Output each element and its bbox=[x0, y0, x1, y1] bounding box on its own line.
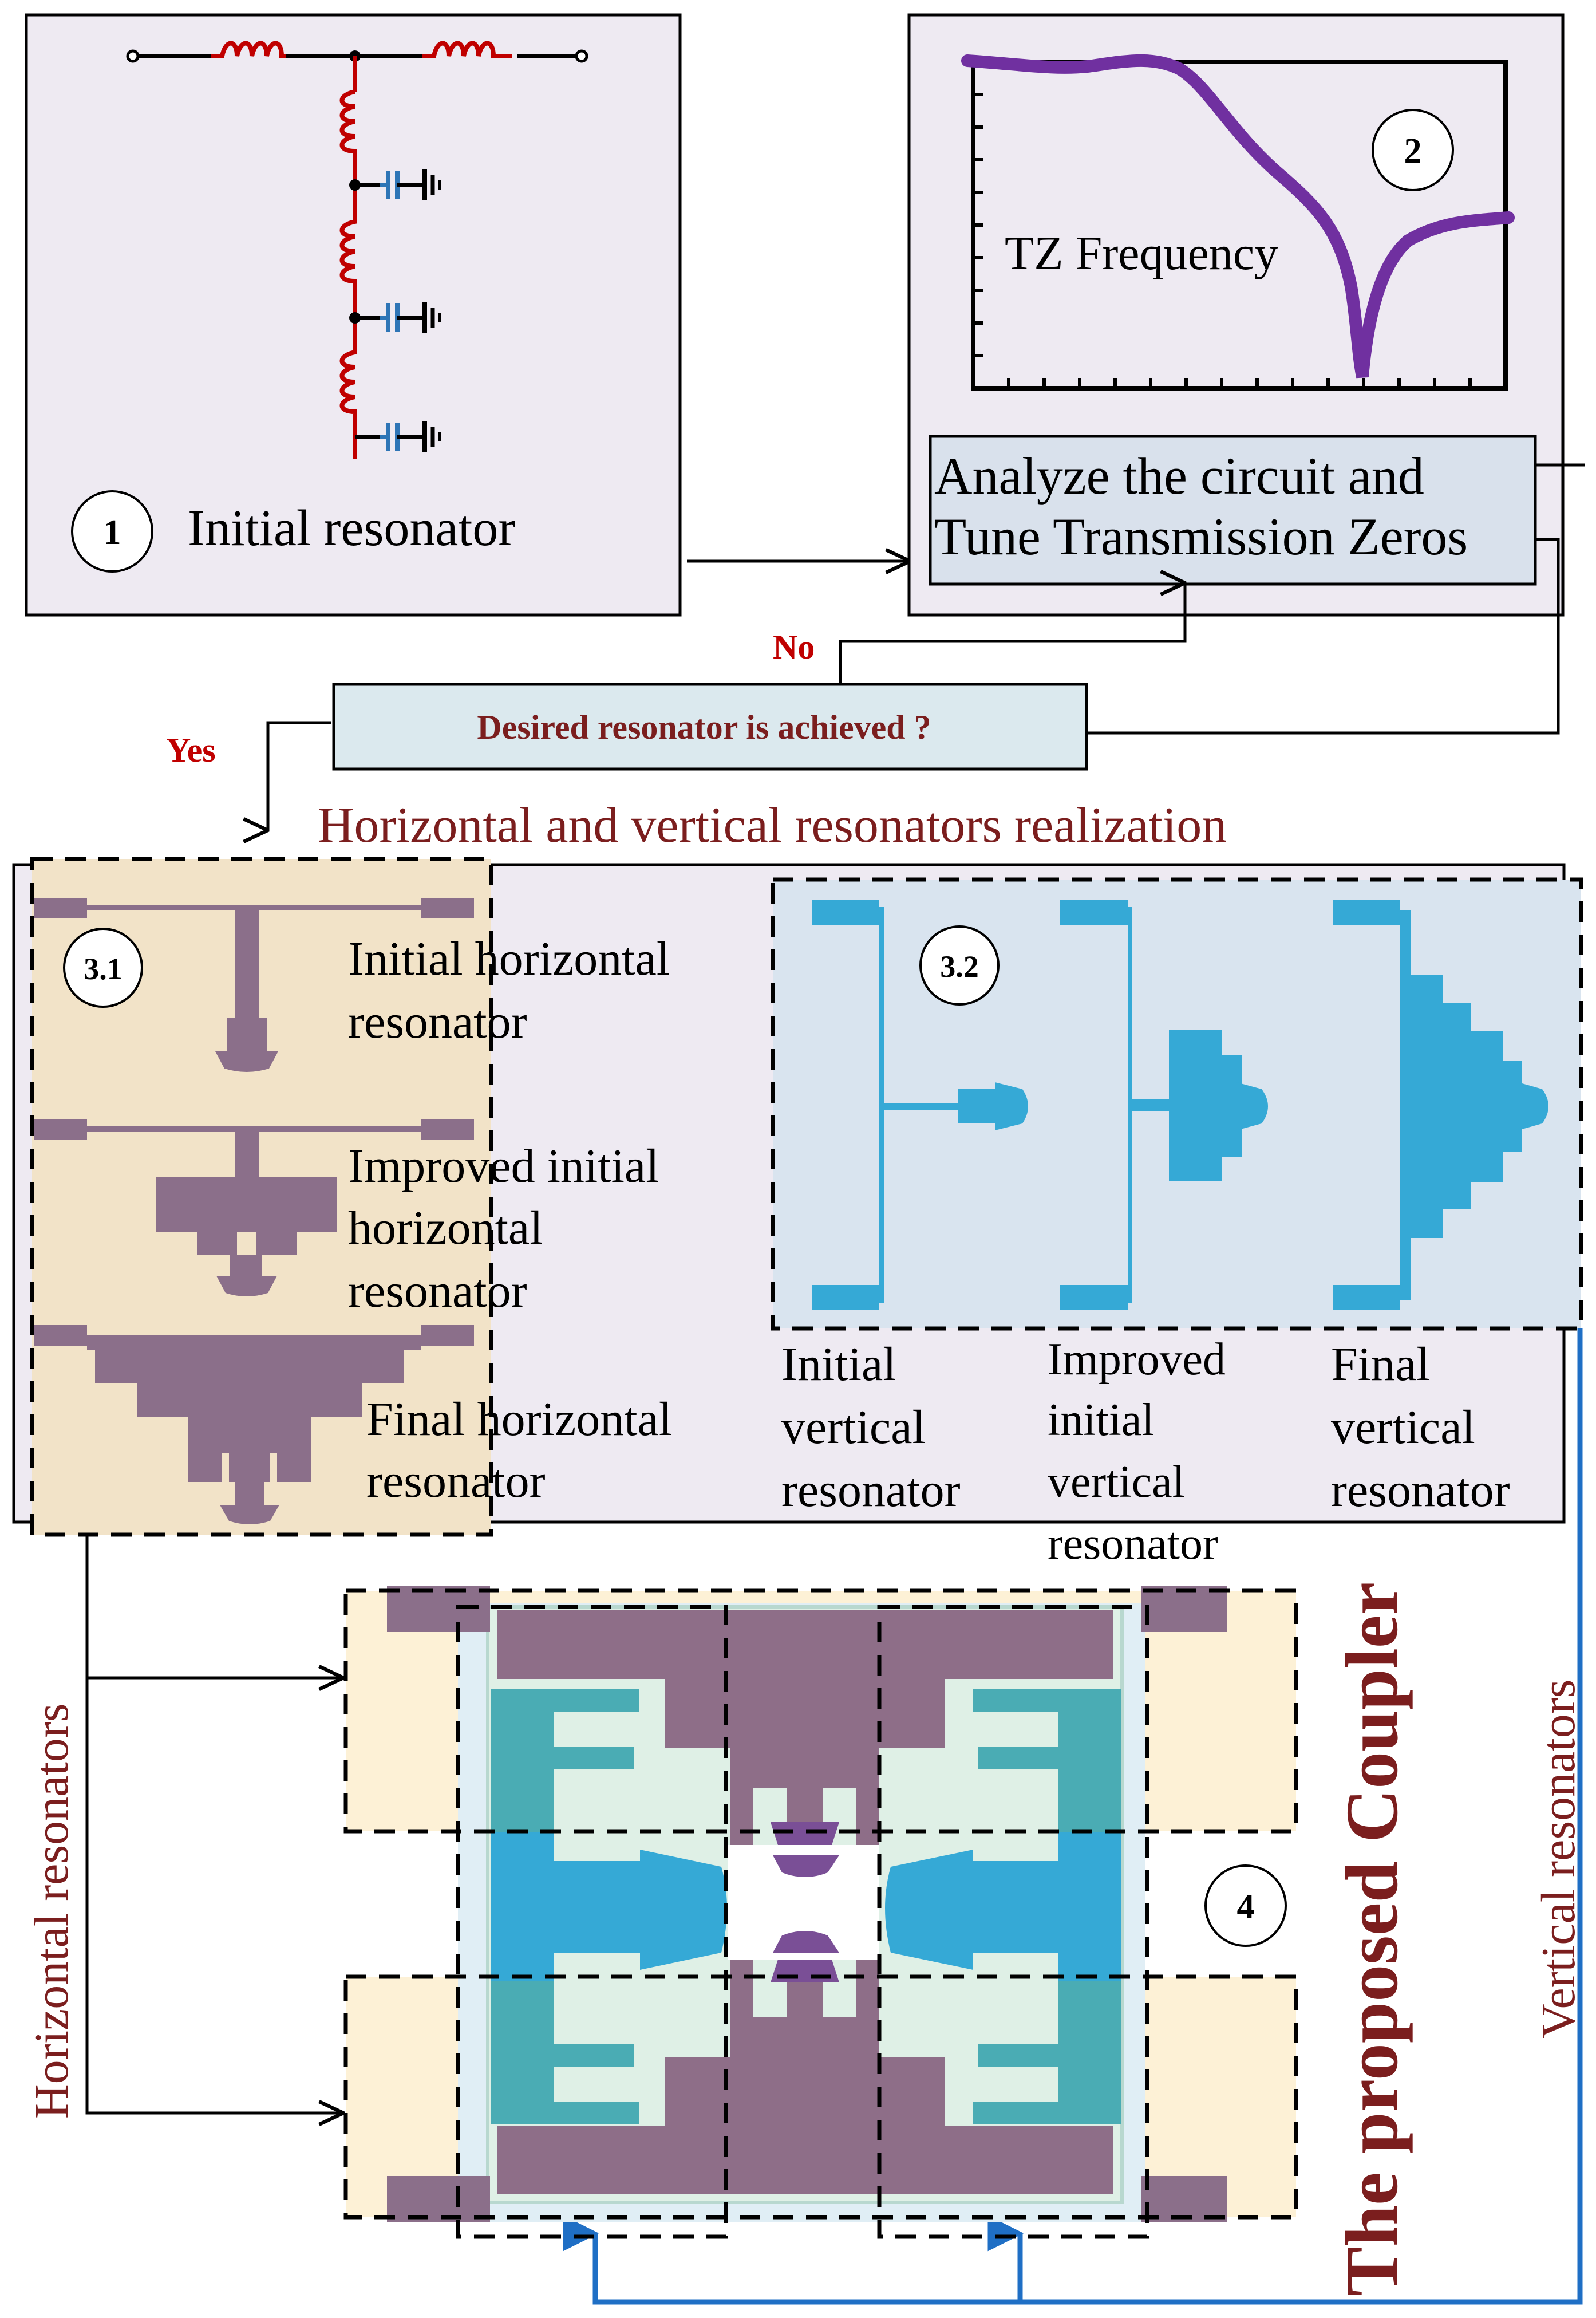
v-label-final-3: resonator bbox=[1331, 1464, 1510, 1517]
step32-number-circle bbox=[919, 925, 1000, 1006]
left-vertical-label: Horizontal resonators bbox=[25, 1704, 78, 2119]
step2-number-circle bbox=[1372, 109, 1454, 191]
decision-no: No bbox=[773, 628, 815, 666]
section4-connectors bbox=[85, 1535, 343, 2113]
v-label-improved-2: initial bbox=[1048, 1395, 1155, 1445]
h-label-initial-2: resonator bbox=[348, 995, 527, 1048]
inductor-v3 bbox=[339, 318, 357, 459]
h-label-improved-3: resonator bbox=[348, 1264, 527, 1318]
v-label-initial-2: vertical bbox=[781, 1401, 926, 1454]
tz-curve bbox=[961, 54, 1515, 379]
step2-box: 2 TZ Frequency Analyze the circuit and T… bbox=[907, 13, 1565, 617]
h-label-improved-1: Improved initial bbox=[348, 1140, 659, 1193]
step1-number: 1 bbox=[104, 513, 121, 552]
h-label-final-2: resonator bbox=[366, 1454, 546, 1508]
capacitor-2 bbox=[349, 302, 441, 333]
inductor-left bbox=[211, 41, 286, 58]
step31-number-circle bbox=[63, 928, 143, 1008]
decision-box bbox=[332, 683, 1088, 771]
horizontal-resonator-final bbox=[34, 1325, 474, 1524]
analyze-line-2: Tune Transmission Zeros bbox=[934, 507, 1468, 566]
coupler-layout bbox=[343, 1586, 1298, 2239]
h-label-final-1: Final horizontal bbox=[366, 1393, 672, 1446]
h-label-initial-1: Initial horizontal bbox=[348, 932, 670, 985]
step4-number: 4 bbox=[1237, 1887, 1255, 1926]
inductor-v2 bbox=[339, 186, 357, 337]
vertical-resonator-final bbox=[1333, 900, 1548, 1310]
right-vertical-label: Vertical resonators bbox=[1532, 1680, 1585, 2039]
horizontal-resonator-initial bbox=[34, 898, 474, 1072]
step1-box: 1 Initial resonator bbox=[25, 13, 682, 617]
horizontal-resonator-improved bbox=[34, 1119, 474, 1296]
analyze-line-1: Analyze the circuit and bbox=[934, 447, 1424, 505]
decision-question: Desired resonator is achieved ? bbox=[477, 708, 931, 746]
step1-number-circle bbox=[71, 490, 153, 573]
decision-yes: Yes bbox=[166, 731, 216, 769]
v-label-improved-3: vertical bbox=[1048, 1457, 1185, 1507]
step31-number: 3.1 bbox=[84, 952, 123, 986]
v-label-final-2: vertical bbox=[1331, 1401, 1475, 1454]
step4-number-circle bbox=[1204, 1864, 1287, 1947]
v-label-initial-3: resonator bbox=[781, 1464, 961, 1517]
step2-number: 2 bbox=[1404, 132, 1422, 171]
decision-flow bbox=[268, 463, 1585, 830]
capacitor-1 bbox=[349, 169, 441, 200]
step32-number: 3.2 bbox=[940, 949, 979, 984]
inductor-right bbox=[422, 41, 512, 58]
v-label-improved-4: resonator bbox=[1048, 1519, 1218, 1569]
step1-label: Initial resonator bbox=[188, 500, 515, 557]
capacitor-3 bbox=[355, 421, 441, 452]
h-label-improved-2: horizontal bbox=[348, 1201, 543, 1255]
tz-frequency-label: TZ Frequency bbox=[1005, 227, 1278, 280]
v-label-initial-1: Initial bbox=[781, 1338, 896, 1391]
analyze-box bbox=[929, 435, 1537, 586]
coupler-title: The proposed Coupler bbox=[1331, 1582, 1413, 2296]
vertical-resonator-improved bbox=[1060, 900, 1268, 1310]
section3-title: Horizontal and vertical resonators reali… bbox=[318, 798, 1227, 853]
vertical-feedback bbox=[563, 1328, 1583, 2305]
inductor-v1 bbox=[339, 89, 357, 200]
vertical-resonator-initial bbox=[812, 900, 1028, 1310]
v-label-final-1: Final bbox=[1331, 1338, 1430, 1391]
v-label-improved-1: Improved bbox=[1048, 1334, 1226, 1385]
